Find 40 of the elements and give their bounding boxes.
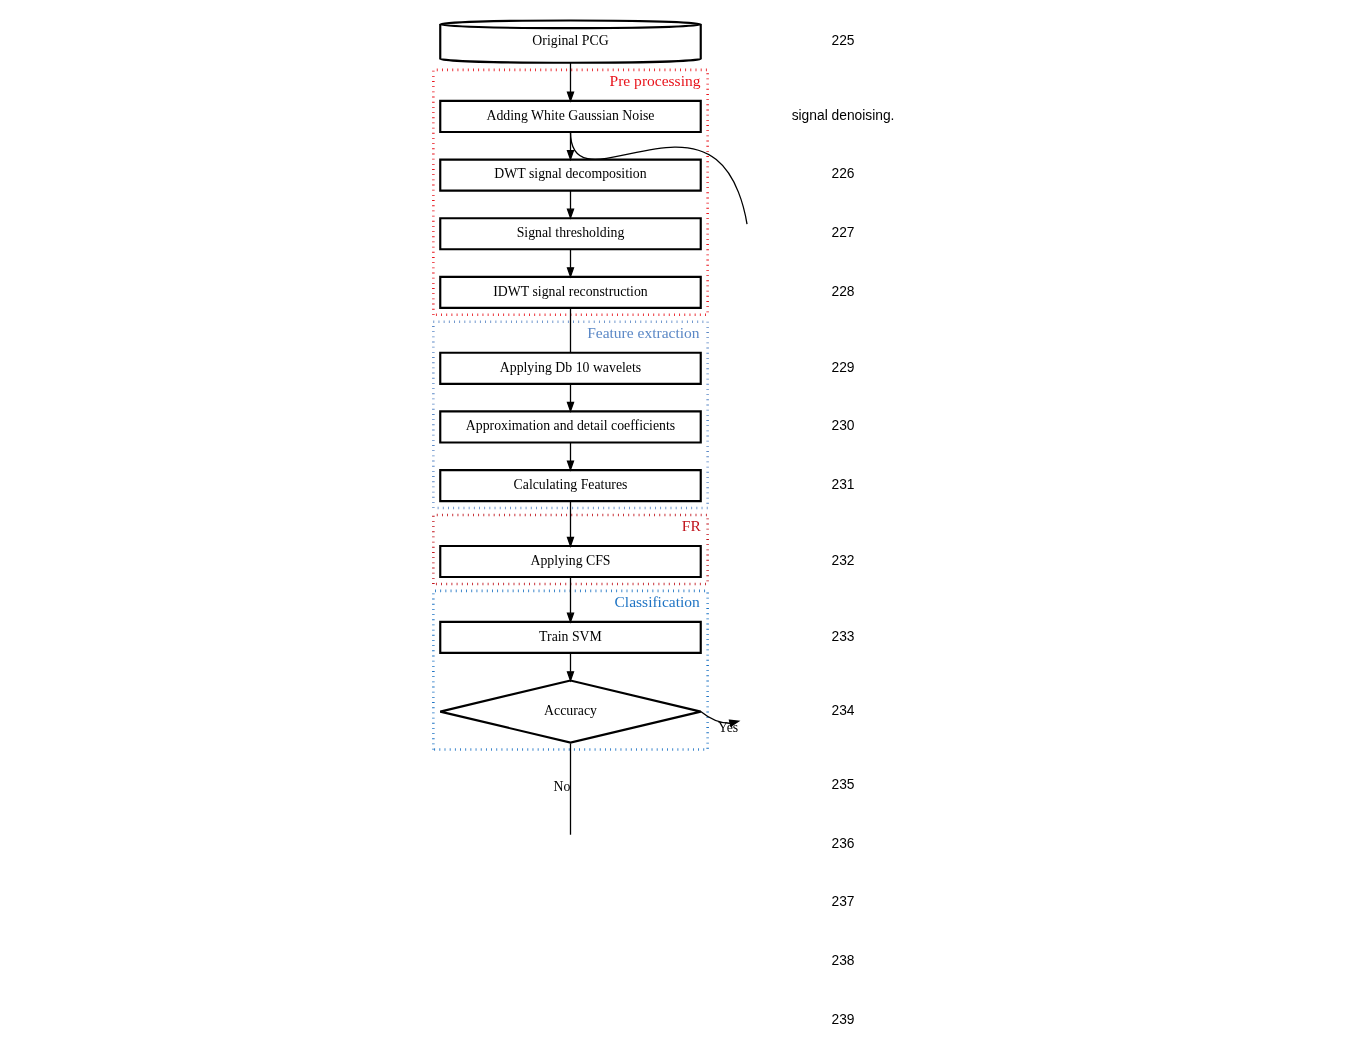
node-box: Calculating Features [439, 469, 702, 503]
arrow [566, 442, 575, 472]
node-diamond: Accuracy [439, 679, 702, 744]
label: 230 [831, 418, 855, 434]
arrow [700, 710, 741, 728]
connector [569, 131, 748, 225]
label: 226 [831, 166, 855, 182]
node-box: IDWT signal reconstruction [439, 275, 702, 309]
node-box: Applying Db 10 wavelets [439, 351, 702, 385]
label: 225 [831, 32, 855, 48]
label: 235 [831, 777, 855, 793]
label: 232 [831, 552, 855, 568]
node-box: Approximation and detail coefficients [439, 410, 702, 444]
arrow [566, 576, 575, 624]
label: 237 [831, 894, 855, 910]
node-box: Applying CFS [439, 544, 702, 579]
label: 236 [831, 835, 855, 851]
label: 229 [831, 359, 855, 375]
connector [569, 307, 572, 354]
label: 239 [831, 1011, 855, 1027]
label: 233 [831, 628, 855, 644]
arrow [566, 500, 575, 548]
label: 227 [831, 225, 855, 241]
arrow [566, 62, 575, 103]
node-box: Adding White Gaussian Noise [439, 99, 702, 134]
connector [569, 742, 572, 836]
label: 231 [831, 476, 855, 492]
node-box: DWT signal decomposition [439, 158, 702, 192]
node-box: Train SVM [439, 620, 702, 655]
arrow [566, 248, 575, 279]
label: 234 [831, 702, 855, 718]
arrow [566, 652, 575, 683]
edge-label: No [553, 778, 571, 794]
edge-label: Yes [718, 720, 739, 736]
label: 238 [831, 953, 855, 969]
arrow [566, 383, 575, 413]
arrow [566, 190, 575, 220]
label: signal denoising. [791, 107, 895, 123]
node-box: Signal thresholding [439, 217, 702, 251]
label: 228 [831, 283, 855, 299]
